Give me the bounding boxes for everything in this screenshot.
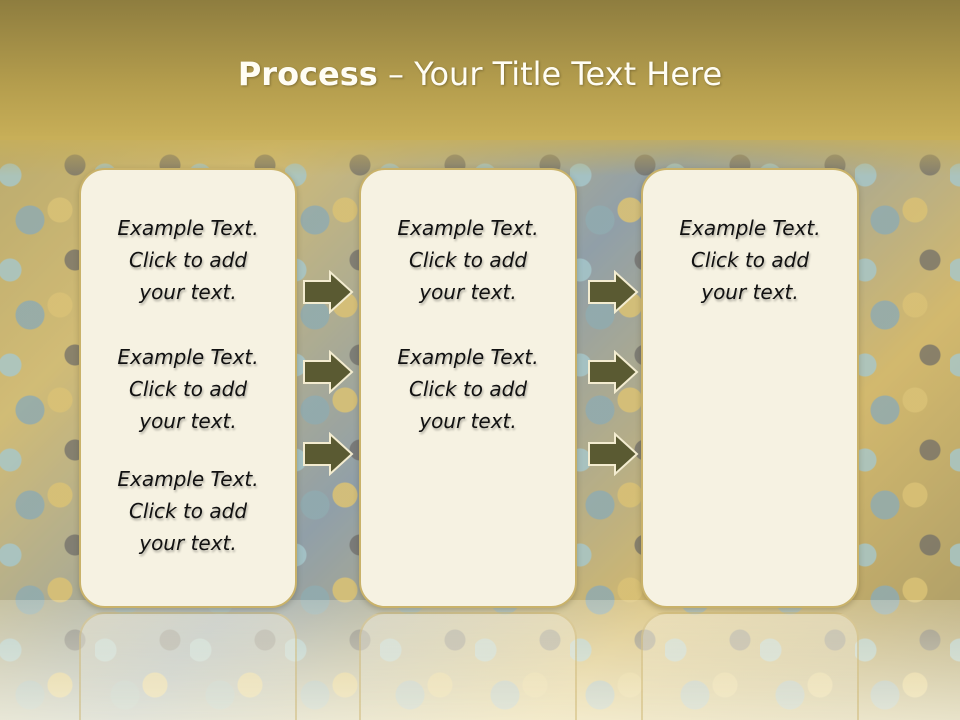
right-arrow-icon[interactable]	[587, 270, 639, 314]
panel-text-block[interactable]: Example Text. Click to add your text.	[117, 345, 259, 433]
panel-text-block[interactable]: Example Text. Click to add your text.	[679, 216, 821, 304]
slide-title[interactable]: Process – Your Title Text Here	[0, 55, 960, 93]
panel-reflection	[641, 612, 859, 720]
panel-text-block[interactable]: Example Text. Click to add your text.	[117, 467, 259, 555]
process-panel-2[interactable]: Example Text. Click to add your text. Ex…	[359, 168, 577, 608]
right-arrow-icon[interactable]	[587, 432, 639, 476]
panel-text-block[interactable]: Example Text. Click to add your text.	[117, 216, 259, 304]
title-bold: Process	[237, 55, 378, 93]
title-band	[0, 0, 960, 140]
right-arrow-icon[interactable]	[587, 350, 639, 394]
panel-reflection	[359, 612, 577, 720]
process-panel-1[interactable]: Example Text. Click to add your text. Ex…	[79, 168, 297, 608]
right-arrow-icon[interactable]	[302, 432, 354, 476]
right-arrow-icon[interactable]	[302, 270, 354, 314]
reflection-fade	[0, 600, 960, 720]
panel-text-block[interactable]: Example Text. Click to add your text.	[397, 216, 539, 304]
process-panel-3[interactable]: Example Text. Click to add your text.	[641, 168, 859, 608]
right-arrow-icon[interactable]	[302, 350, 354, 394]
panel-text-block[interactable]: Example Text. Click to add your text.	[397, 345, 539, 433]
title-rest: – Your Title Text Here	[387, 55, 723, 93]
panel-reflection	[79, 612, 297, 720]
